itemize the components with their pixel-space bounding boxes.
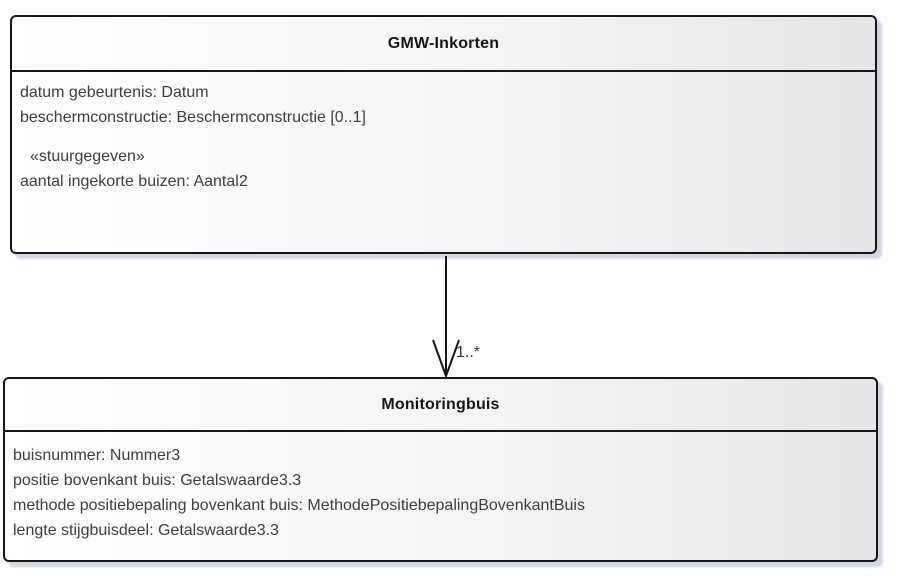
attribute-line: buisnummer: Nummer3 bbox=[13, 447, 181, 464]
multiplicity-label: 1..* bbox=[456, 344, 480, 361]
class-title-gmw-inkorten: GMW-Inkorten bbox=[12, 17, 875, 72]
attribute-line: positie bovenkant buis: Getalswaarde3.3 bbox=[13, 472, 302, 489]
class-box-gmw-inkorten: GMW-Inkorten datum gebeurtenis: Datum be… bbox=[10, 15, 877, 254]
class-box-monitoringbuis: Monitoringbuis buisnummer: Nummer3 posit… bbox=[3, 377, 878, 562]
attribute-line: beschermconstructie: Beschermconstructie… bbox=[20, 109, 366, 126]
attribute-line: aantal ingekorte buizen: Aantal2 bbox=[20, 173, 248, 190]
class-attributes-monitoringbuis: buisnummer: Nummer3 positie bovenkant bu… bbox=[5, 432, 876, 543]
open-arrowhead-icon bbox=[432, 339, 460, 379]
attribute-line: datum gebeurtenis: Datum bbox=[20, 84, 209, 101]
class-title-monitoringbuis: Monitoringbuis bbox=[5, 379, 876, 432]
attribute-line: lengte stijgbuisdeel: Getalswaarde3.3 bbox=[13, 522, 279, 539]
attribute-line: methode positiebepaling bovenkant buis: … bbox=[13, 497, 585, 514]
class-attributes-gmw-inkorten: datum gebeurtenis: Datum beschermconstru… bbox=[12, 72, 875, 194]
stereotype-label: «stuurgegeven» bbox=[30, 148, 145, 165]
